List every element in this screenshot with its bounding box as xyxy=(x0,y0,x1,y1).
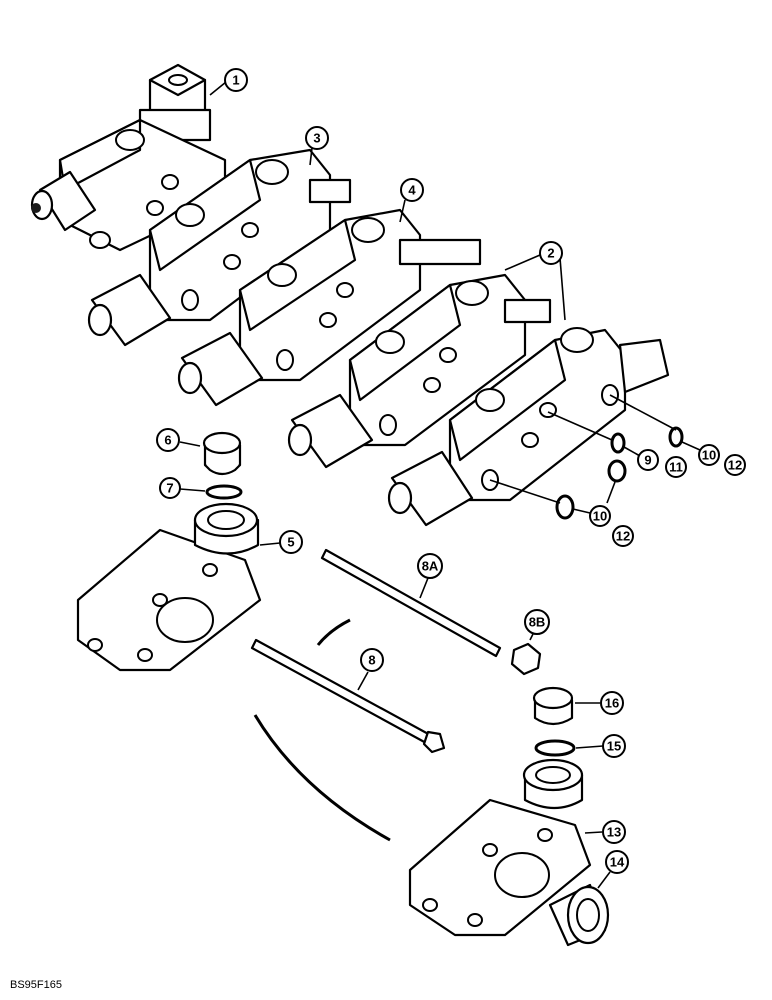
outlet-section-5 xyxy=(76,502,262,672)
callout-8b: 8B xyxy=(524,609,550,635)
valve-section-3 xyxy=(87,148,352,347)
valve-section-2b xyxy=(387,327,670,527)
callout-2: 2 xyxy=(539,241,563,265)
svg-text:16: 16 xyxy=(605,696,619,711)
outlet-section-13 xyxy=(408,758,592,937)
o-ring-10a xyxy=(668,426,684,448)
o-ring-10b xyxy=(555,494,575,520)
callout-14: 14 xyxy=(605,850,629,874)
svg-text:8B: 8B xyxy=(529,615,546,630)
callout-9: 9 xyxy=(637,449,659,471)
callout-8a: 8A xyxy=(417,553,443,579)
fitting-14 xyxy=(548,883,610,947)
callout-4: 4 xyxy=(400,178,424,202)
direction-arc-2 xyxy=(253,714,391,842)
o-ring-9 xyxy=(610,432,626,454)
callout-5: 5 xyxy=(279,530,303,554)
svg-text:9: 9 xyxy=(644,453,651,468)
svg-text:4: 4 xyxy=(408,183,416,198)
svg-text:10: 10 xyxy=(593,509,607,524)
valve-section-4 xyxy=(177,208,482,407)
figure-code: BS95F165 xyxy=(10,979,62,991)
tie-rod-8a xyxy=(320,548,502,658)
plug-6 xyxy=(202,431,242,476)
svg-text:3: 3 xyxy=(313,131,320,146)
svg-text:11: 11 xyxy=(669,460,683,475)
svg-text:6: 6 xyxy=(164,433,171,448)
callout-10b: 10 xyxy=(589,505,611,527)
callout-12a: 12 xyxy=(724,454,746,476)
o-ring-16 xyxy=(534,739,576,757)
valve-section-2a xyxy=(287,273,552,469)
callout-15: 16 xyxy=(600,691,624,715)
callout-10a: 10 xyxy=(698,444,720,466)
callout-3: 3 xyxy=(305,126,329,150)
o-ring-11 xyxy=(607,459,627,483)
svg-text:10: 10 xyxy=(702,448,716,463)
callout-6: 6 xyxy=(156,428,180,452)
svg-text:8A: 8A xyxy=(422,559,439,574)
callout-7: 7 xyxy=(159,477,181,499)
callout-1: 1 xyxy=(224,68,248,92)
o-ring-7 xyxy=(205,484,243,500)
svg-text:14: 14 xyxy=(610,855,625,870)
callout-11: 11 xyxy=(665,456,687,478)
callout-13: 13 xyxy=(602,820,626,844)
nut-8b xyxy=(510,642,542,676)
svg-text:12: 12 xyxy=(616,529,630,544)
svg-text:1: 1 xyxy=(232,73,239,88)
tie-rod-8 xyxy=(250,638,446,754)
svg-text:13: 13 xyxy=(607,825,621,840)
callout-12b: 12 xyxy=(612,525,634,547)
svg-text:2: 2 xyxy=(547,246,554,261)
callout-16: 15 xyxy=(602,734,626,758)
svg-text:5: 5 xyxy=(287,535,294,550)
svg-text:7: 7 xyxy=(166,481,173,496)
direction-arc-1 xyxy=(316,618,351,646)
svg-text:15: 15 xyxy=(607,739,621,754)
plug-15 xyxy=(532,686,574,726)
svg-text:12: 12 xyxy=(728,458,742,473)
svg-text:8: 8 xyxy=(368,653,375,668)
callout-8: 8 xyxy=(360,648,384,672)
